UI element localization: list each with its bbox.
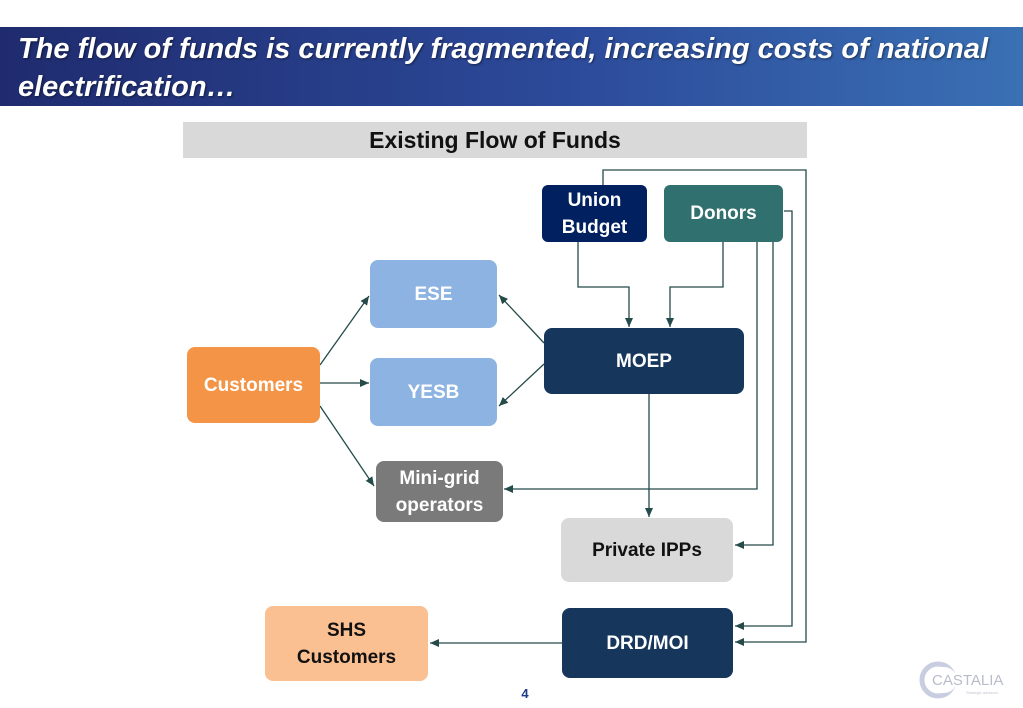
arrow-customers-to-mini-grid	[319, 405, 375, 487]
node-drd-moi-label: DRD/MOI	[606, 632, 689, 654]
page-number: 4	[521, 686, 529, 701]
node-mini-grid-operators: Mini-grid operators	[376, 461, 503, 522]
arrow-customers-to-ese	[319, 295, 370, 366]
node-union-budget-label: Union Budget	[561, 189, 628, 238]
slide-title: The flow of funds is currently fragmente…	[18, 33, 989, 103]
node-donors-label: Donors	[690, 203, 757, 224]
node-ese: ESE	[370, 260, 497, 328]
arrow-union-budget-to-moep	[577, 242, 633, 327]
node-moep: MOEP	[544, 328, 744, 394]
logo-text: CASTALIA	[932, 672, 1003, 689]
castalia-logo: CASTALIA Strategic advisors	[919, 661, 1003, 699]
arrow-donors-to-moep	[666, 242, 724, 327]
arrow-donors-to-mini-grid	[504, 242, 758, 493]
node-private-ipps: Private IPPs	[561, 518, 733, 582]
arrow-moep-to-yesb	[498, 363, 545, 407]
arrow-donors-to-drd-moi	[735, 210, 793, 630]
node-mini-grid-operators-label: Mini-grid operators	[395, 467, 484, 516]
diagram-subtitle: Existing Flow of Funds	[369, 127, 621, 153]
arrow-donors-to-private-ipps	[735, 242, 774, 549]
node-customers: Customers	[187, 347, 320, 423]
arrow-union-budget-to-drd-moi	[602, 169, 807, 646]
node-ese-label: ESE	[414, 283, 453, 305]
node-yesb-label: YESB	[407, 381, 460, 403]
node-private-ipps-label: Private IPPs	[592, 539, 702, 561]
node-drd-moi: DRD/MOI	[562, 608, 733, 678]
logo-tagline: Strategic advisors	[966, 690, 998, 695]
node-donors: Donors	[664, 185, 783, 242]
node-customers-label: Customers	[203, 374, 304, 396]
node-shs-customers: SHS Customers	[265, 606, 428, 681]
node-union-budget: Union Budget	[542, 185, 647, 242]
node-yesb: YESB	[370, 358, 497, 426]
title-bar: The flow of funds is currently fragmente…	[0, 27, 1023, 106]
node-moep-label: MOEP	[616, 350, 672, 372]
arrow-moep-to-ese	[498, 294, 545, 344]
node-shs-customers-label: SHS Customers	[296, 619, 397, 668]
subtitle-band: Existing Flow of Funds	[183, 122, 807, 158]
